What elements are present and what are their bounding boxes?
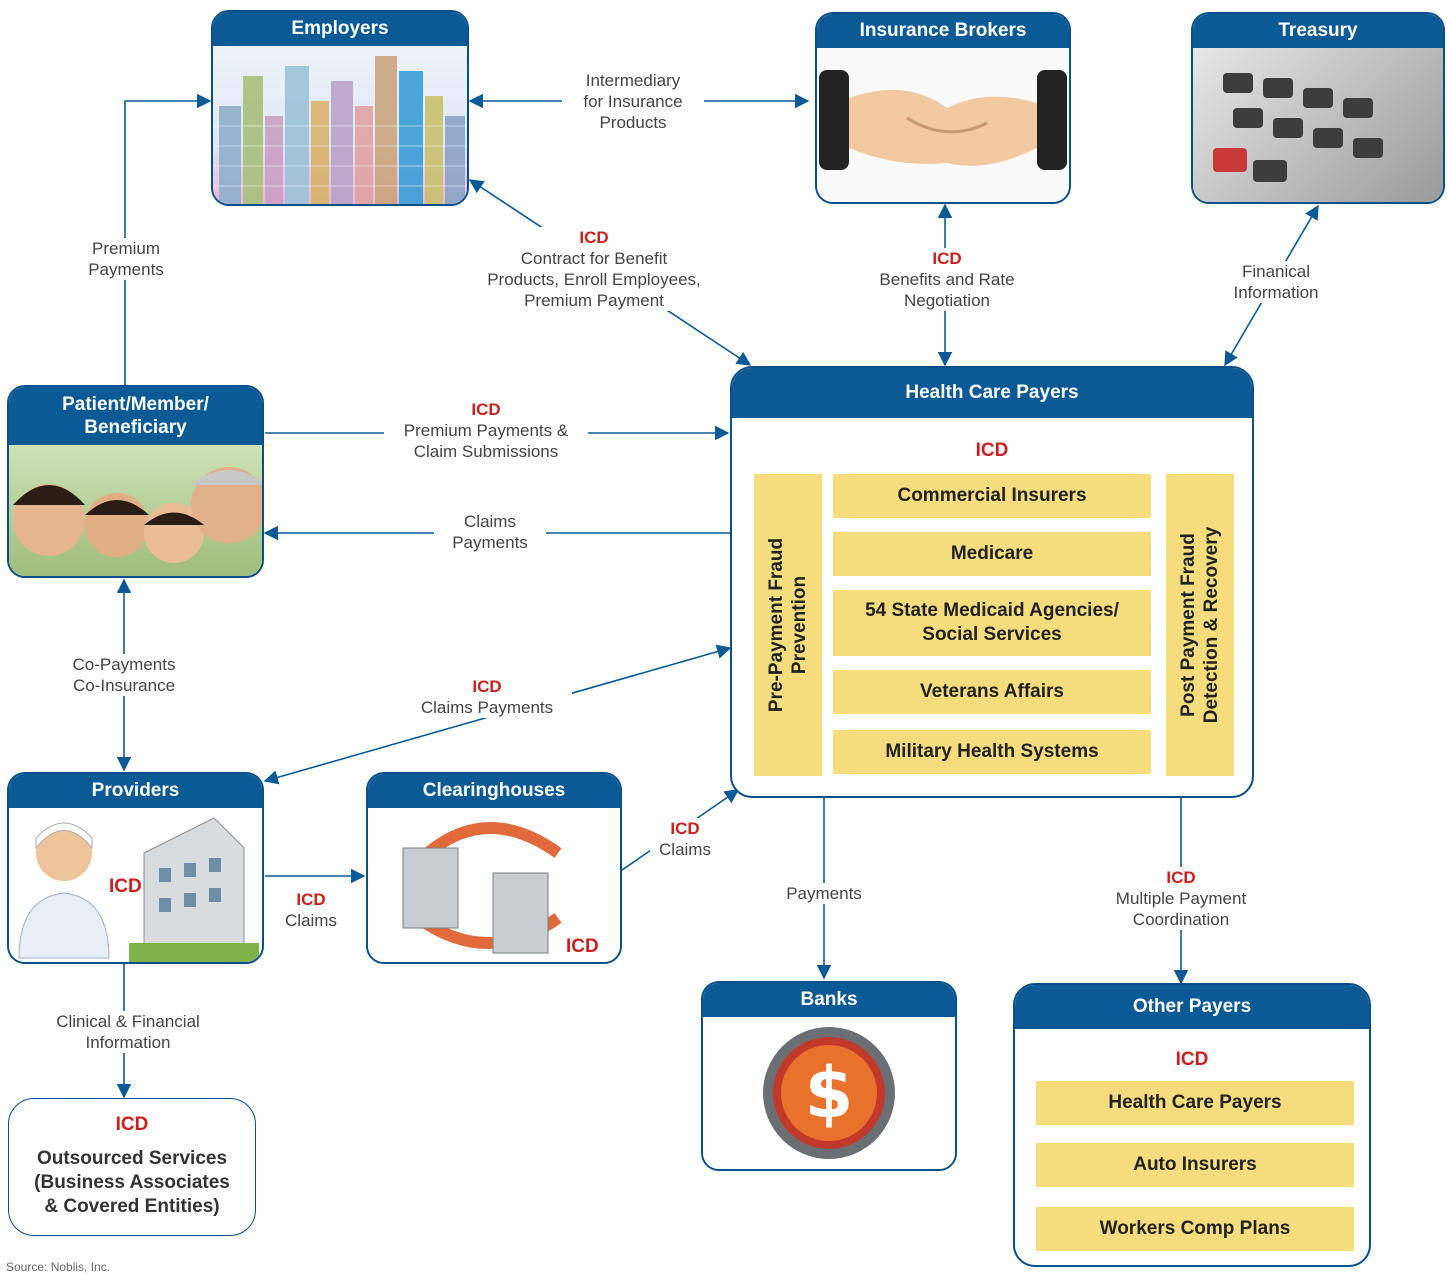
health-care-payers-title: Health Care Payers (732, 368, 1252, 418)
skyline-icon (213, 56, 467, 204)
patient-node: Patient/Member/ Beneficiary (7, 385, 264, 578)
family-icon (13, 467, 262, 563)
payer-commercial-insurers: Commercial Insurers (833, 474, 1151, 518)
payer-state-medicaid: 54 State Medicaid Agencies/ Social Servi… (833, 590, 1151, 656)
banks-node: Banks $ (701, 981, 957, 1171)
banks-title: Banks (703, 983, 955, 1017)
patient-title-line1: Patient/Member/ (62, 394, 209, 415)
pre-payment-fraud-text: Pre-Payment Fraud Prevention (766, 537, 810, 713)
svg-text:$: $ (805, 1052, 854, 1134)
insurance-brokers-node: Insurance Brokers (815, 12, 1071, 204)
providers-node: Providers ICD (7, 772, 264, 964)
handshake-image (817, 48, 1069, 202)
servers-image (368, 808, 620, 962)
other-payer-health-care: Health Care Payers (1036, 1081, 1354, 1125)
outsourced-services-node: ICD Outsourced Services (Business Associ… (8, 1098, 256, 1236)
handshake-icon (819, 70, 1067, 170)
other-payers-icd-label: ICD (1175, 1049, 1209, 1070)
clearinghouses-node: Clearinghouses ICD (366, 772, 622, 964)
pre-payment-fraud-bar: Pre-Payment Fraud Prevention (754, 474, 822, 776)
edge-label-claims-providers: ICD Claims (276, 889, 346, 931)
insurance-brokers-title: Insurance Brokers (817, 14, 1069, 48)
providers-image (9, 808, 262, 962)
outsourced-icd-label: ICD (115, 1114, 149, 1135)
patient-title-line2: Beneficiary (84, 417, 187, 438)
family-photo (9, 445, 262, 576)
clearinghouses-icd-label: ICD (566, 936, 599, 957)
treasury-node: Treasury (1191, 12, 1445, 204)
other-payer-workers-comp: Workers Comp Plans (1036, 1207, 1354, 1251)
calculator-image (1193, 48, 1443, 202)
calculator-icon (1213, 73, 1383, 182)
edge-label-premium-claims: ICD Premium Payments &Claim Submissions (384, 399, 588, 462)
payer-medicare: Medicare (833, 532, 1151, 576)
payers-icd-label: ICD (975, 440, 1009, 461)
clearinghouses-title: Clearinghouses (368, 774, 620, 808)
other-payers-node: Other Payers ICD Health Care Payers Auto… (1013, 983, 1371, 1267)
servers-exchange-icon (402, 822, 562, 954)
edge-label-claims-clearinghouses: ICD Claims (650, 818, 720, 860)
source-note: Source: Noblis, Inc. (6, 1260, 111, 1274)
providers-title: Providers (9, 774, 262, 808)
outsourced-services-title: Outsourced Services (Business Associates… (34, 1148, 230, 1217)
dollar-coin-icon: $ (763, 1027, 895, 1159)
arrow-premium-to-employers (124, 93, 212, 385)
doctor-hospital-icon (18, 817, 259, 962)
other-payers-title: Other Payers (1015, 985, 1369, 1029)
edge-label-icd-claims-payments: ICD Claims Payments (402, 676, 572, 718)
treasury-title: Treasury (1193, 14, 1443, 48)
employers-title: Employers (213, 12, 467, 46)
payer-veterans-affairs: Veterans Affairs (833, 670, 1151, 714)
employers-node: Employers (211, 10, 469, 206)
providers-icd-label: ICD (109, 876, 142, 897)
city-skyline-image (213, 46, 467, 204)
post-payment-fraud-text: Post Payment Fraud Detection & Recovery (1178, 526, 1222, 724)
health-care-payers-node: Health Care Payers ICD Pre-Payment Fraud… (730, 366, 1254, 798)
post-payment-fraud-bar: Post Payment Fraud Detection & Recovery (1166, 474, 1234, 776)
payer-military-health: Military Health Systems (833, 730, 1151, 774)
banks-image: $ (703, 1017, 955, 1169)
edge-label-payments: Payments (774, 883, 874, 904)
other-payer-auto-insurers: Auto Insurers (1036, 1143, 1354, 1187)
